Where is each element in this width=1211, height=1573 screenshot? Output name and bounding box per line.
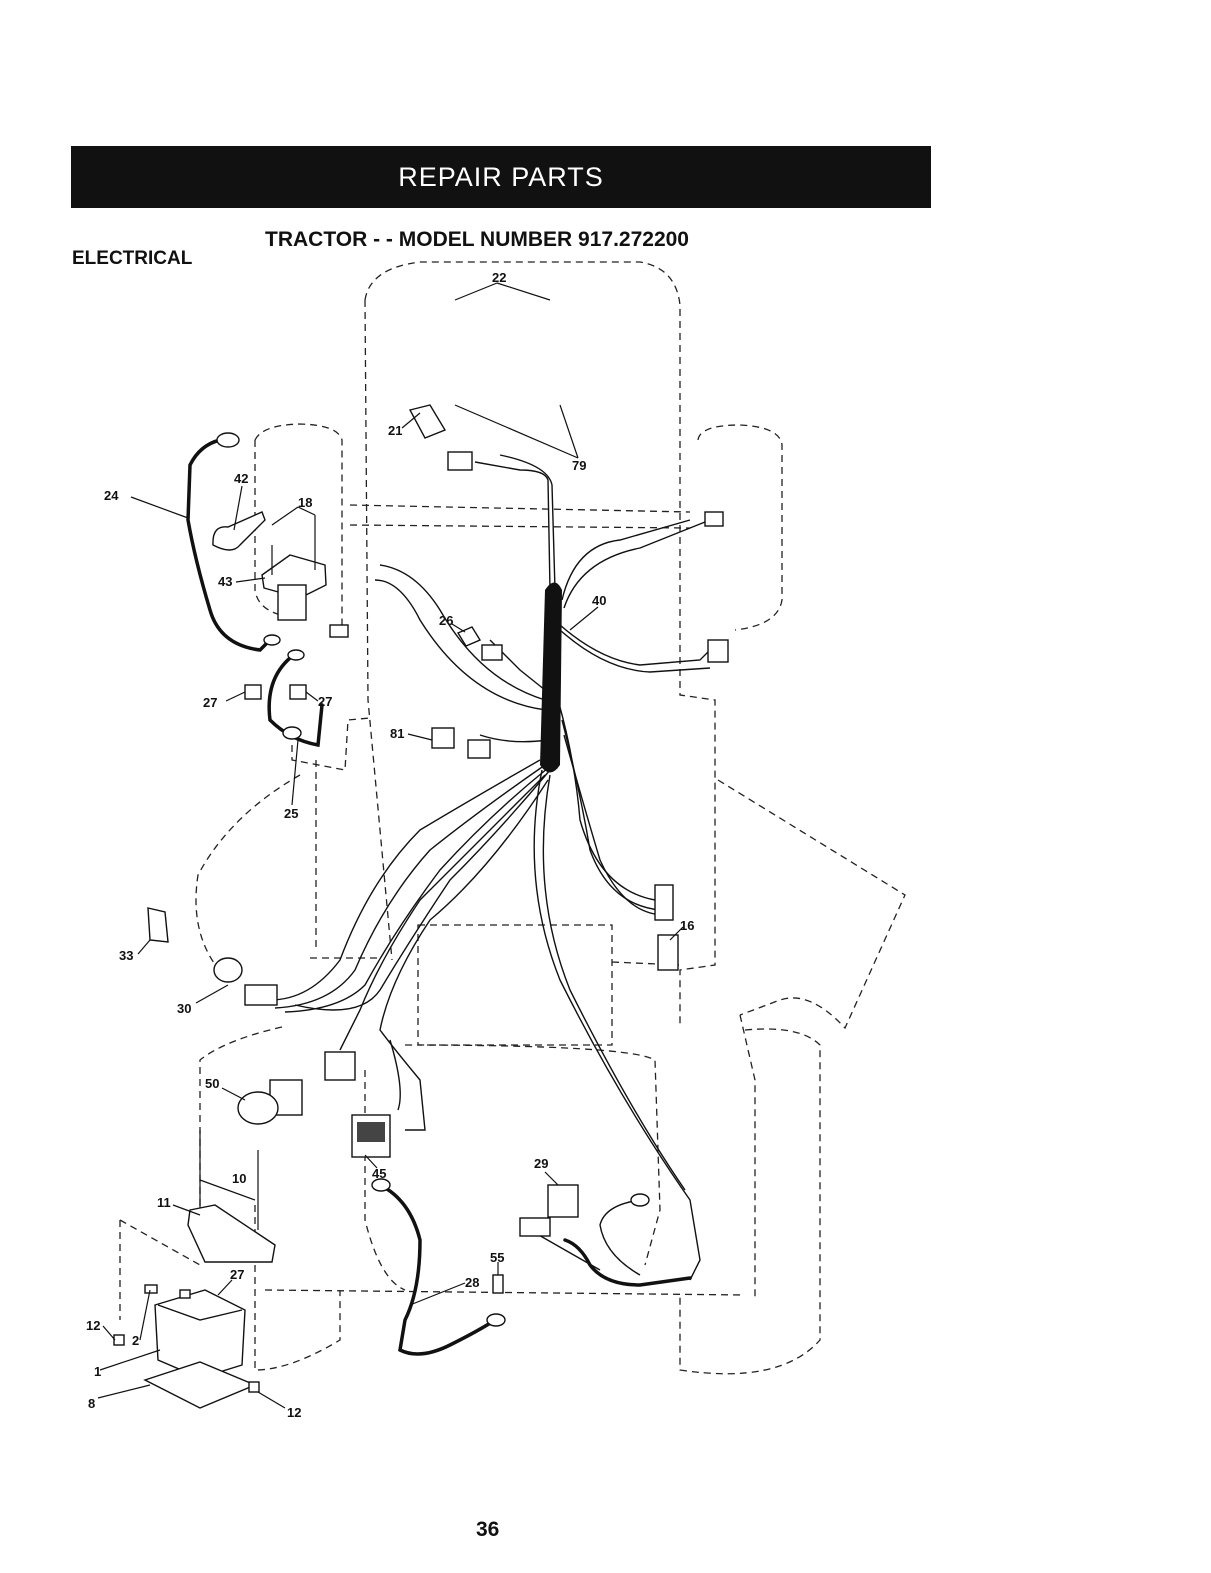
callout-2: 2	[132, 1333, 139, 1348]
callout-18: 18	[298, 495, 312, 510]
callout-22: 22	[492, 270, 506, 285]
callout-29: 29	[534, 1156, 548, 1171]
callout-21: 21	[388, 423, 402, 438]
callout-50: 50	[205, 1076, 219, 1091]
callout-79: 79	[572, 458, 586, 473]
callout-27: 27	[203, 695, 217, 710]
callout-12: 12	[287, 1405, 301, 1420]
callout-33: 33	[119, 948, 133, 963]
callout-28: 28	[465, 1275, 479, 1290]
callout-40: 40	[592, 593, 606, 608]
callout-12: 12	[86, 1318, 100, 1333]
callout-81: 81	[390, 726, 404, 741]
callout-27: 27	[318, 694, 332, 709]
callout-10: 10	[232, 1171, 246, 1186]
callout-45: 45	[372, 1166, 386, 1181]
page-number: 36	[476, 1518, 499, 1542]
wire-harness	[270, 455, 715, 1285]
callout-25: 25	[284, 806, 298, 821]
callout-27: 27	[230, 1267, 244, 1282]
callout-numbers: 22 21 79 24 42 18 43 27 27 25 26 40 81 1…	[86, 270, 694, 1420]
callout-55: 55	[490, 1250, 504, 1265]
tractor-outline	[120, 262, 905, 1374]
callout-16: 16	[680, 918, 694, 933]
callout-8: 8	[88, 1396, 95, 1411]
callout-42: 42	[234, 471, 248, 486]
callout-24: 24	[104, 488, 119, 503]
callout-1: 1	[94, 1364, 101, 1379]
callout-11: 11	[157, 1195, 171, 1210]
callout-43: 43	[218, 574, 232, 589]
callout-30: 30	[177, 1001, 191, 1016]
callout-26: 26	[439, 613, 453, 628]
